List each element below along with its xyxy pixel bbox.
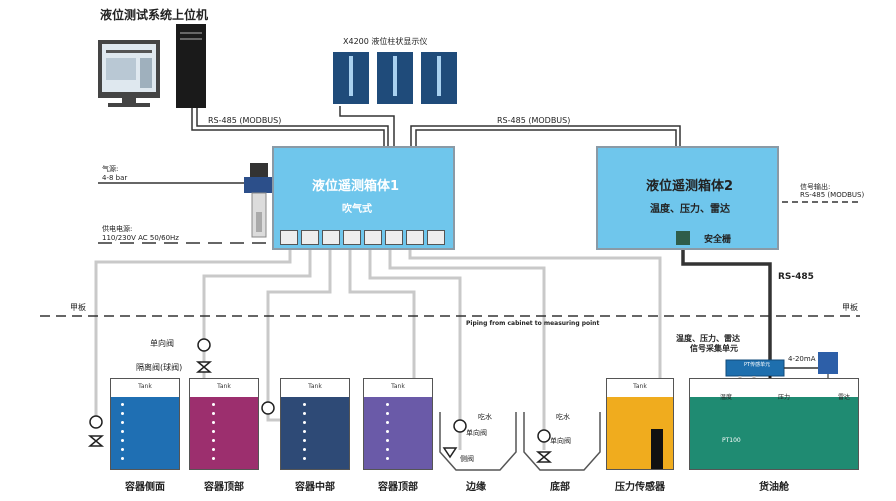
tank-label: Tank [138, 383, 152, 390]
tank-2: Tank [189, 378, 259, 470]
tank-liquid [190, 397, 258, 469]
tank-label: Tank [308, 383, 322, 390]
rs485-down-line [681, 250, 772, 360]
pipe-7 [408, 246, 662, 420]
safety-barrier-label: 安全栅 [704, 235, 732, 245]
power-label: 供电电源: [102, 225, 133, 233]
tank-label: Tank [217, 383, 231, 390]
tank-label: Tank [633, 383, 647, 390]
tank-liquid [690, 397, 858, 469]
temp-label: 温度 [720, 394, 733, 401]
tank-liquid [364, 397, 432, 469]
cabinet-1-title: 液位遥测箱体1 [312, 179, 400, 194]
edge-name: 边缘 [466, 482, 486, 493]
page-title: 液位测试系统上位机 [100, 8, 209, 22]
air-label: 气源: [102, 165, 119, 173]
tank-name: 容器侧面 [125, 482, 165, 493]
tank-4: Tank [363, 378, 433, 470]
current-label: 4-20mA [788, 355, 816, 363]
power-value: 110/230V AC 50/60Hz [102, 234, 179, 242]
cabinet-2-title: 液位遥测箱体2 [646, 179, 734, 194]
cabinet-2-subtitle: 温度、压力、雷达 [650, 204, 730, 215]
tank-1: Tank [110, 378, 180, 470]
check-valve-label: 单向阀 [150, 339, 174, 348]
collector-line1: 温度、压力、雷达 [676, 334, 740, 343]
air-value: 4-8 bar [102, 174, 128, 182]
tank-name: 容器顶部 [378, 482, 418, 493]
radar-label: 雷达 [838, 394, 851, 401]
bottom-check-label: 单向阀 [550, 437, 571, 445]
rs485-down-label: RS-485 [778, 272, 814, 282]
pressure-label: 压力 [778, 394, 791, 401]
cabinet-1-subtitle: 吹气式 [342, 204, 372, 215]
safety-barrier-icon [676, 231, 690, 245]
tank-3: Tank [280, 378, 350, 470]
tank-name: 压力传感器 [615, 482, 665, 493]
cabinet-2[interactable]: 液位遥测箱体2 温度、压力、雷达 安全栅 [596, 146, 779, 250]
pipe-6 [388, 246, 546, 450]
rs485-right-label: RS-485 (MODBUS) [497, 116, 571, 125]
tank-liquid [607, 397, 673, 469]
pipe-5 [368, 246, 462, 450]
computer-icon [98, 24, 206, 108]
signal-output-value: RS-485 (MODBUS) [800, 191, 865, 199]
edge-side-label: 侧阀 [460, 455, 474, 463]
open-tanks [439, 412, 601, 471]
tank-liquid [281, 397, 349, 469]
deck-left-label: 甲板 [70, 303, 86, 312]
cabinet-1[interactable]: 液位遥测箱体1 吹气式 [272, 146, 455, 250]
deck-right-label: 甲板 [842, 303, 858, 312]
air-regulator-icon [244, 163, 274, 238]
tank-6 [689, 378, 859, 470]
piping [94, 246, 662, 464]
rs485-left-label: RS-485 (MODBUS) [208, 116, 282, 125]
tank-name: 货油舱 [759, 482, 789, 493]
tank-5: Tank [606, 378, 674, 470]
valve-row [280, 230, 445, 249]
valve-icons [87, 338, 553, 463]
collector-tag: PT传感单元 [744, 362, 771, 368]
piping-label: Piping from cabinet to measuring point [466, 320, 600, 327]
bottom-draft-label: 吃水 [556, 413, 570, 421]
tank-name: 容器顶部 [204, 482, 244, 493]
rs485-lines [191, 106, 681, 146]
tank-label: Tank [391, 383, 405, 390]
pt100-label: PT100 [722, 437, 741, 444]
x4200-displays [333, 52, 457, 104]
isolation-valve-label: 隔离阀(球阀) [136, 363, 183, 372]
edge-draft-label: 吃水 [478, 413, 492, 421]
tank-name: 容器中部 [295, 482, 335, 493]
display-label: X4200 液位柱状显示仪 [343, 37, 428, 46]
collector-line2: 信号采集单元 [690, 344, 738, 353]
pipe-1 [94, 246, 292, 420]
signal-output-label: 信号输出: [800, 183, 831, 191]
bottom-name: 底部 [550, 482, 570, 493]
edge-check-label: 单向阀 [466, 429, 487, 437]
